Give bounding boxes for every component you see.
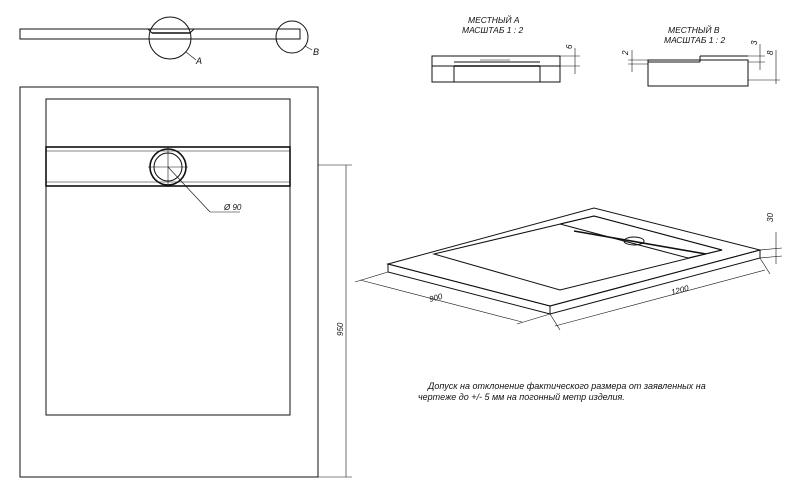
plan-view: Ø 90 950 [19, 86, 352, 478]
detail-a: МЕСТНЫЙ А МАСШТАБ 1 : 2 6 [431, 14, 580, 83]
tolerance-note-line2: чертеже до +/- 5 мм на погонный метр изд… [418, 392, 625, 402]
detail-a-title-line1: МЕСТНЫЙ А [468, 14, 520, 25]
callout-b-label: B [313, 47, 319, 57]
detail-b-title-line1: МЕСТНЫЙ В [668, 24, 720, 35]
detail-b-dim-right: 8 [766, 50, 775, 55]
callout-a-label: A [195, 56, 202, 66]
tolerance-note-line1: Допуск на отклонение фактического размер… [427, 381, 706, 391]
detail-b-dim-left: 2 [621, 50, 630, 56]
callout-b-circle [275, 20, 309, 54]
drain-diameter-label: Ø 90 [223, 203, 242, 212]
detail-a-title-line2: МАСШТАБ 1 : 2 [462, 25, 524, 35]
detail-b-title-line2: МАСШТАБ 1 : 2 [664, 35, 726, 45]
callout-a-circle [148, 16, 192, 60]
side-section-view: A B [19, 16, 319, 66]
detail-a-dim-height: 6 [565, 44, 574, 49]
plan-dim-length: 950 [336, 322, 345, 336]
detail-b: МЕСТНЫЙ В МАСШТАБ 1 : 2 2 3 8 [621, 24, 780, 87]
iso-dim-width: 900 [428, 292, 444, 304]
iso-dim-height: 30 [766, 213, 775, 222]
iso-dim-length: 1200 [670, 283, 690, 296]
iso-drain [623, 236, 645, 246]
tolerance-note: Допуск на отклонение фактического размер… [418, 381, 706, 402]
isometric-view: 30 900 1200 [354, 207, 783, 331]
detail-b-dim-mid: 3 [750, 40, 759, 45]
